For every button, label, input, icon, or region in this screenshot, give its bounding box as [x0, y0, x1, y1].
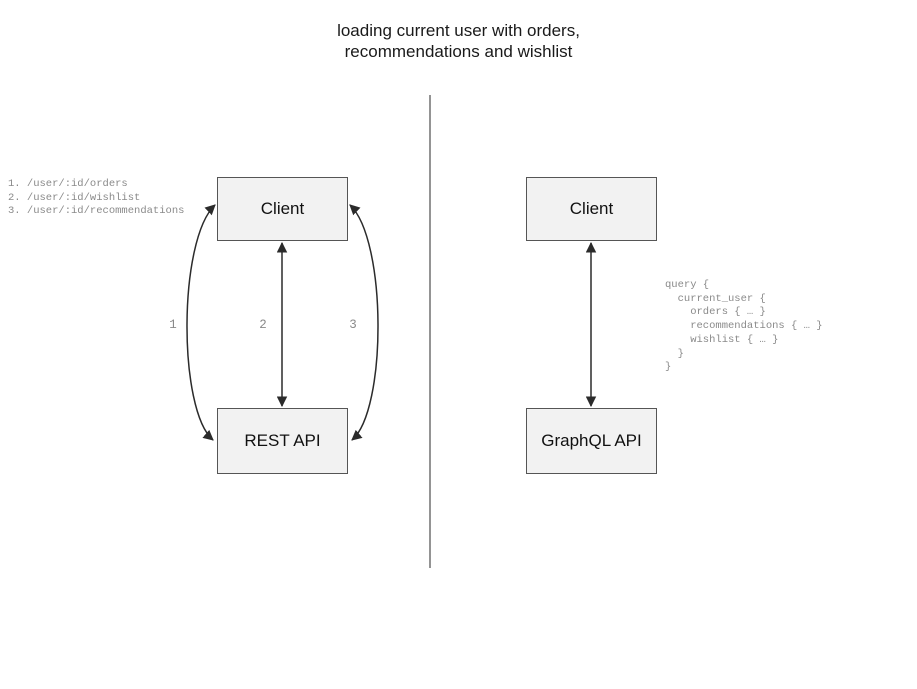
rest-endpoints-code: 1. /user/:id/orders 2. /user/:id/wishlis… [8, 178, 185, 218]
node-client-rest[interactable]: Client [217, 177, 348, 241]
node-client-graphql[interactable]: Client [526, 177, 657, 241]
edge-3-curve [349, 204, 379, 441]
graphql-query-code: query { current_user { orders { … } reco… [665, 279, 823, 374]
node-rest-api[interactable]: REST API [217, 408, 348, 474]
edge-label-1: 1 [169, 318, 177, 332]
page-title: loading current user with orders, recomm… [337, 21, 580, 61]
node-graphql-api[interactable]: GraphQL API [526, 408, 657, 474]
edge-1-curve [186, 204, 216, 441]
edge-label-3: 3 [349, 318, 357, 332]
edge-label-2: 2 [259, 318, 267, 332]
